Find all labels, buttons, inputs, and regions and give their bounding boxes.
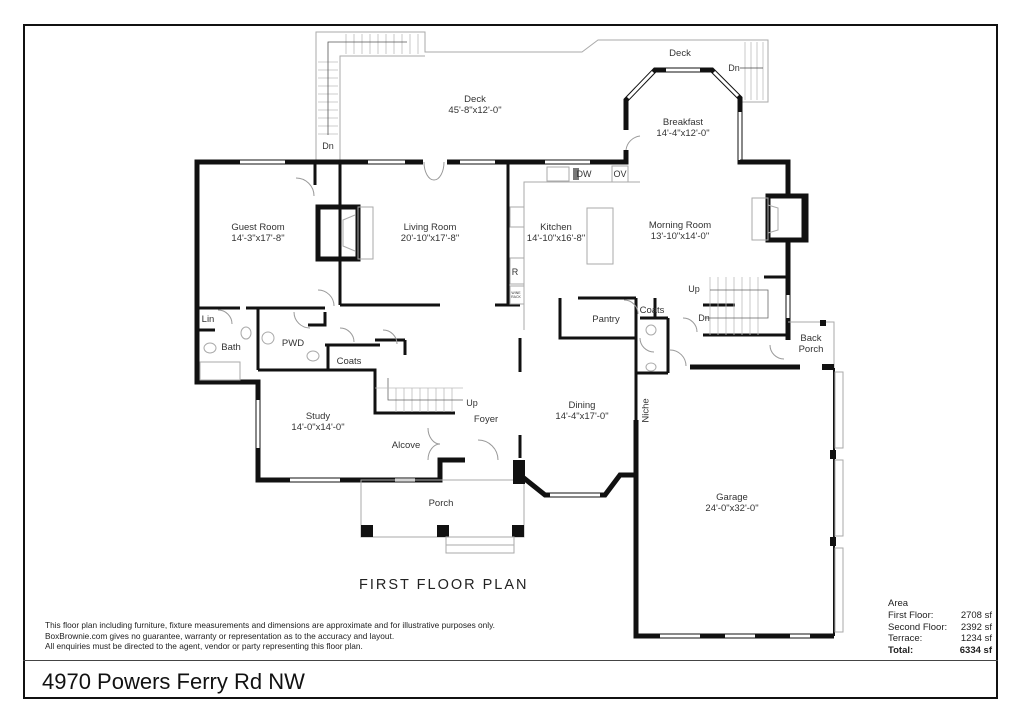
front-porch [360,460,525,554]
area-value: 2392 sf [960,621,992,633]
area-value: 2708 sf [960,609,992,621]
footer-divider [23,660,998,661]
room-label-bath: Bath [221,342,241,353]
room-name: Living Room [403,222,457,233]
area-row-total: Total: 6334 sf [888,645,992,657]
room-name: Porch [428,498,454,509]
room-dimensions: 14'-4"x12'-0" [656,128,710,139]
area-row-terrace: Terrace: 1234 sf [888,633,992,645]
deck-left-stairs [318,34,419,135]
room-name: Niche [640,398,652,423]
room-name: Alcove [391,440,421,451]
room-dimensions: 13'-10"x14'-0" [650,231,710,242]
stairs-foyer-up-label: Up [466,398,478,408]
room-label-coats-right: Coats [640,305,665,316]
room-label-kitchen: Kitchen 14'-10"x16'-8" [527,222,585,244]
room-label-morning-room: Morning Room 13'-10"x14'-0" [649,220,711,242]
area-summary: Area First Floor: 2708 sf Second Floor: … [888,598,992,657]
room-label-deck-right: Deck [669,48,691,59]
area-label: Terrace: [888,633,923,645]
room-dimensions: 14'-4"x17'-0" [555,411,609,422]
room-name: Lin [201,314,215,325]
area-row-first-floor: First Floor: 2708 sf [888,610,992,622]
kitchen-fixtures [509,165,640,330]
disclaimer-line: All enquiries must be directed to the ag… [45,641,363,651]
fixture-oven-label: OV [613,169,627,179]
room-name-line1: Back [800,333,822,344]
room-label-deck: Deck 45'-8"x12'-0" [448,94,501,116]
room-dimensions: 45'-8"x12'-0" [448,105,502,116]
disclaimer: This floor plan including furniture, fix… [45,620,495,652]
fixture-refrigerator-label: R [511,267,519,277]
room-label-living-room: Living Room 20'-10"x17'-8" [401,222,459,244]
area-value: 6334 sf [959,645,992,657]
stairs-rear-up-label: Up [688,284,700,294]
room-name: PWD [281,338,305,349]
door-swings [217,135,785,461]
stairs-deck-left-dn-label: Dn [322,141,334,151]
page-frame [23,24,998,699]
stairs-rear-dn-label: Dn [698,313,710,323]
fixture-wine-rack-label: WINE RACK [511,291,521,299]
rear-stairs [705,277,769,335]
room-dimensions: 24'-0"x32'-0" [705,503,759,514]
room-dimensions: 20'-10"x17'-8" [400,233,460,244]
room-label-study: Study 14'-0"x14'-0" [291,411,344,433]
property-address: 4970 Powers Ferry Rd NW [42,669,305,694]
area-label: Second Floor: [888,621,948,633]
room-dimensions: 14'-3"x17'-8" [231,233,285,244]
room-dimensions: 14'-0"x14'-0" [291,422,345,433]
room-name: Deck [464,94,486,105]
windows [240,159,810,638]
back-porch-outline [788,320,835,370]
foyer-stairs [375,378,463,412]
room-name: Morning Room [648,220,712,231]
breakfast-bay [623,67,743,162]
deck-right-stairs [740,42,764,100]
room-name: Deck [669,48,691,59]
room-label-alcove: Alcove [392,440,421,451]
disclaimer-line: BoxBrownie.com gives no guarantee, warra… [45,630,395,641]
room-name: Guest Room [231,222,285,233]
area-value: 1234 sf [960,633,992,645]
room-label-pwd: PWD [282,338,304,349]
room-dimensions: 14'-10"x16'-8" [526,233,586,244]
room-name: Breakfast [662,117,704,128]
bath-fixtures [199,324,657,381]
area-row-second-floor: Second Floor: 2392 sf [888,622,992,634]
room-label-coats-left: Coats [337,356,362,367]
room-label-niche: Niche [641,398,652,422]
room-name: Coats [336,356,362,367]
fireplaces [315,193,807,262]
exterior-walls [194,150,834,639]
room-name: Foyer [473,414,499,425]
room-label-garage: Garage 24'-0"x32'-0" [705,492,758,514]
area-label: First Floor: [888,609,934,621]
room-name-line2: Porch [798,344,824,355]
area-label: Total: [888,645,914,657]
area-heading: Area [888,598,909,609]
plan-title: FIRST FLOOR PLAN [359,577,529,593]
room-label-pantry: Pantry [592,314,619,325]
fixture-dishwasher-label: DW [576,169,592,179]
room-name: Coats [639,305,665,316]
garage-east-wall [830,368,844,636]
room-name: Kitchen [540,222,572,233]
disclaimer-line: This floor plan including furniture, fix… [45,620,495,630]
room-label-porch: Porch [429,498,454,509]
room-name: Dining [568,400,596,411]
room-label-lin: Lin [202,314,215,325]
room-name: Study [305,411,331,422]
room-name: Bath [221,342,241,353]
room-label-guest-room: Guest Room 14'-3"x17'-8" [231,222,284,244]
room-label-foyer: Foyer [474,414,498,425]
room-label-breakfast: Breakfast 14'-4"x12'-0" [656,117,709,139]
room-name: Garage [716,492,748,503]
stairs-deck-right-dn-label: Dn [728,63,740,73]
room-label-dining: Dining 14'-4"x17'-0" [555,400,608,422]
room-name: Pantry [592,314,620,325]
deck-outline [315,31,769,160]
room-label-back-porch: Back Porch [799,333,824,355]
